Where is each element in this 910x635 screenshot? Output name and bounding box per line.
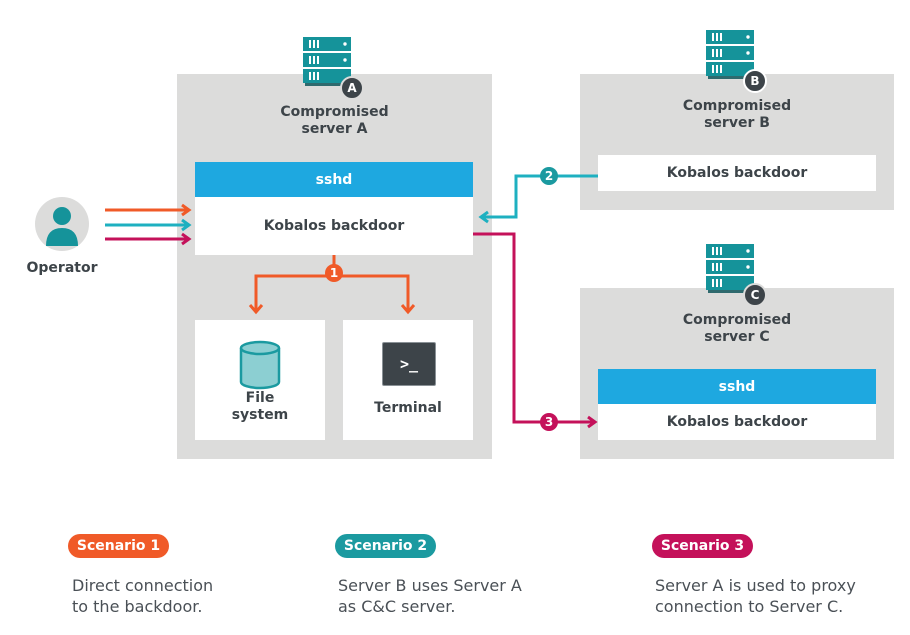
database-icon	[239, 340, 281, 390]
server-c-badge-label: C	[751, 288, 760, 302]
server-b-backdoor: Kobalos backdoor	[598, 155, 876, 191]
server-a-icon	[303, 37, 351, 86]
scenario-3-connector	[473, 232, 598, 429]
server-b-badge-label: B	[750, 74, 759, 88]
server-c-title: Compromised server C	[682, 312, 792, 345]
operator-label: Operator	[26, 260, 98, 276]
marker-3	[540, 413, 558, 431]
filesystem-label: File system	[231, 390, 289, 423]
scenario-3-description: Server A is used to proxy connection to …	[655, 576, 856, 616]
operator-avatar	[35, 197, 89, 251]
server-b-icon	[706, 30, 754, 79]
scenario-1-connector	[248, 255, 416, 315]
marker-1-label: 1	[330, 266, 338, 280]
scenario-1-description: Direct connection to the backdoor.	[72, 576, 214, 616]
server-a-backdoor: Kobalos backdoor	[195, 197, 473, 255]
terminal-label: Terminal	[374, 400, 442, 416]
server-a-sshd: sshd	[195, 162, 473, 197]
marker-2-label: 2	[545, 169, 553, 183]
operator-arrow-orange	[105, 203, 192, 217]
server-a-title: Compromised server A	[280, 104, 389, 137]
server-a-badge	[340, 76, 364, 100]
scenario-2-badge: Scenario 2	[335, 534, 436, 558]
scenario-2-connector	[478, 174, 598, 224]
terminal-icon: >_	[382, 342, 436, 386]
filesystem-box: File system	[195, 320, 325, 440]
marker-3-label: 3	[545, 415, 553, 429]
server-c-backdoor: Kobalos backdoor	[598, 404, 876, 440]
terminal-box: >_ Terminal	[343, 320, 473, 440]
marker-1	[325, 264, 343, 282]
server-c-sshd: sshd	[598, 369, 876, 404]
operator-arrow-magenta	[105, 232, 192, 246]
scenario-1-badge: Scenario 1	[68, 534, 169, 558]
server-c-badge	[743, 283, 767, 307]
scenario-3-badge: Scenario 3	[652, 534, 753, 558]
operator-arrow-teal	[105, 218, 192, 232]
scenario-2-description: Server B uses Server A as C&C server.	[338, 576, 522, 616]
server-a-badge-label: A	[347, 81, 357, 95]
server-b-title: Compromised server B	[682, 98, 792, 131]
marker-2	[540, 167, 558, 185]
server-c-icon	[706, 244, 754, 293]
server-b-badge	[743, 69, 767, 93]
